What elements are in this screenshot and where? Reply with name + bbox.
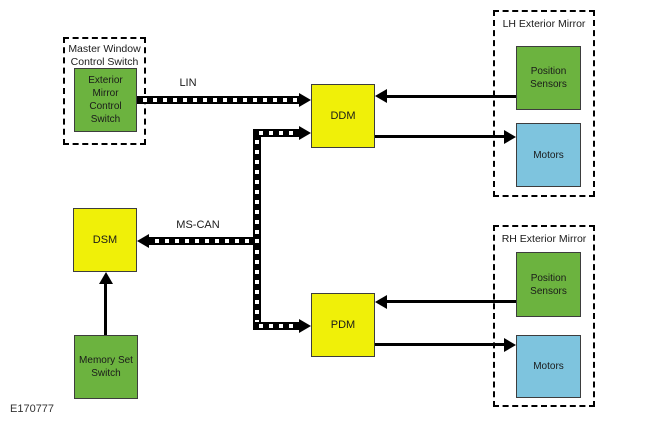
lin-bus-line [137, 96, 299, 104]
rh-sensors-arrowhead-into-pdm [375, 295, 387, 309]
lh-motors-label: Motors [533, 149, 564, 161]
ddm-to-lh-motors-line [375, 135, 504, 138]
lh-position-sensors-node: Position Sensors [516, 46, 581, 110]
rh-mirror-group-label: RH Exterior Mirror [501, 233, 587, 245]
emcs-label-line2: Control Switch [89, 101, 122, 125]
lh-sensors-arrowhead-into-ddm [375, 89, 387, 103]
ms-can-arrowhead-into-pdm [299, 319, 311, 333]
lh-position-sensors-label-line2: Sensors [530, 79, 567, 90]
pdm-to-rh-motors-line [375, 343, 504, 346]
ms-can-arrowhead-into-dsm [137, 234, 149, 248]
lin-bus-label: LIN [179, 77, 197, 89]
rh-position-sensors-node: Position Sensors [516, 252, 581, 317]
ms-can-bus-trunk-line [253, 129, 261, 330]
dsm-module-node: DSM [73, 208, 137, 272]
lh-mirror-group-label: LH Exterior Mirror [502, 18, 586, 30]
figure-code: E170777 [10, 403, 55, 415]
ms-can-branch-to-ddm-line [253, 129, 299, 137]
memory-set-switch-node: Memory Set Switch [74, 335, 138, 399]
rh-motors-node: Motors [516, 335, 581, 398]
rh-position-sensors-label-line2: Sensors [530, 285, 567, 297]
memory-set-switch-label-line2: Switch [91, 368, 121, 379]
ms-can-arrowhead-into-ddm [299, 126, 311, 140]
ddm-module-node: DDM [311, 84, 375, 148]
lin-arrowhead-into-ddm [299, 93, 311, 107]
master-window-group-label: Master Window Control Switch [65, 43, 144, 69]
lh-sensors-to-ddm-line [387, 95, 516, 98]
ddm-label: DDM [330, 109, 356, 122]
memory-switch-to-dsm-line [104, 283, 107, 335]
memory-set-switch-label-line1: Memory Set [79, 355, 133, 366]
dsm-label: DSM [92, 233, 118, 246]
rh-motors-label: Motors [533, 361, 564, 372]
pdm-arrowhead-into-rh-motors [504, 338, 516, 352]
ms-can-bus-label: MS-CAN [176, 219, 220, 231]
ms-can-branch-to-pdm-line [253, 322, 299, 330]
rh-sensors-to-pdm-line [387, 300, 516, 303]
lh-motors-node: Motors [516, 123, 581, 187]
pdm-module-node: PDM [311, 293, 375, 357]
master-window-group-label-line2: Control Switch [70, 56, 139, 68]
master-window-group-label-line1: Master Window [68, 43, 141, 55]
ms-can-branch-to-dsm-line [149, 237, 261, 245]
exterior-mirror-control-switch-node: Exterior Mirror Control Switch [74, 68, 137, 132]
memory-switch-arrowhead-into-dsm [99, 272, 113, 284]
ddm-arrowhead-into-lh-motors [504, 130, 516, 144]
lh-position-sensors-label-line1: Position [530, 66, 567, 77]
pdm-label: PDM [330, 318, 356, 331]
rh-position-sensors-label-line1: Position [530, 272, 567, 284]
emcs-label-line1: Exterior Mirror [88, 75, 123, 99]
